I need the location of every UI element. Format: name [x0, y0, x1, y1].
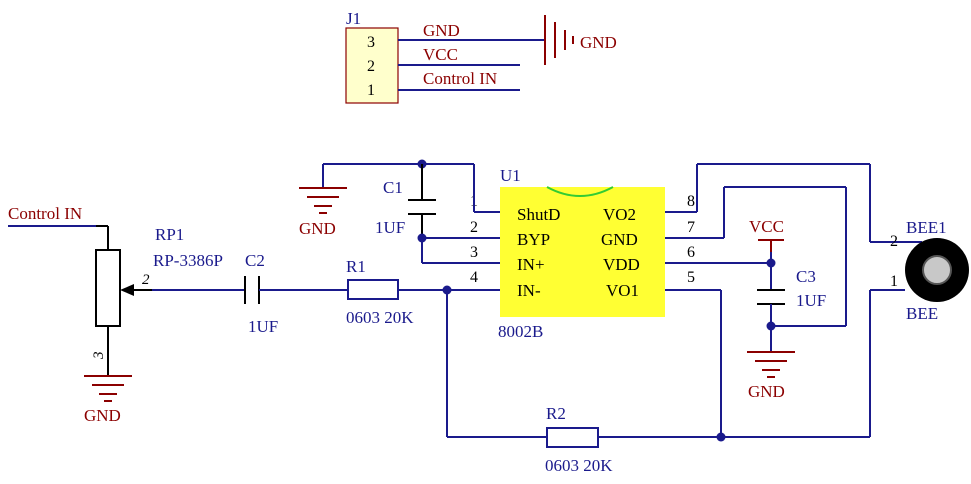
vcc-label-c3: VCC [749, 217, 784, 236]
u1-pin-name-vo2: VO2 [603, 205, 636, 224]
r2-designator: R2 [546, 404, 566, 423]
u1-pin-5: 5 [687, 269, 695, 286]
resistor-r2: R2 0603 20K [545, 404, 613, 475]
j1-net-vcc: VCC [423, 45, 458, 64]
r2-value: 0603 20K [545, 456, 613, 475]
capacitor-c3: C3 1UF [757, 267, 826, 310]
u1-pin-name-in-minus: IN- [517, 281, 541, 300]
ground-symbol-j1: GND [544, 15, 617, 65]
u1-pin-3: 3 [470, 244, 478, 261]
ground-label-rp1: GND [84, 406, 121, 425]
rp1-wiper-arrow [120, 284, 134, 296]
bee1-value: BEE [906, 304, 938, 323]
c2-value: 1UF [248, 317, 278, 336]
bee1-pin-2: 2 [890, 233, 898, 250]
c1-designator: C1 [383, 178, 403, 197]
j1-pin-1: 1 [367, 82, 375, 99]
j1-body [345, 27, 399, 104]
u1-part: 8002B [498, 322, 543, 341]
u1-pin-name-vo1: VO1 [606, 281, 639, 300]
ground-symbol-c1: GND [299, 187, 347, 238]
c3-value: 1UF [796, 291, 826, 310]
ground-label-c3: GND [748, 382, 785, 401]
u1-pin-7: 7 [687, 219, 695, 236]
rp1-value: RP-3386P [153, 251, 223, 270]
potentiometer-rp1: RP1 RP-3386P 2 3 [91, 225, 223, 376]
control-in-label: Control IN [8, 204, 82, 223]
ground-label-j1: GND [580, 33, 617, 52]
ground-symbol-rp1: GND [84, 375, 132, 425]
rp1-pin-2: 2 [142, 272, 150, 288]
u1-designator: U1 [500, 166, 521, 185]
u1-pin-name-vdd: VDD [603, 255, 640, 274]
c1-value: 1UF [375, 218, 405, 237]
buzzer-bee1: BEE1 BEE 2 1 [890, 218, 969, 323]
u1-pin-name-gnd: GND [601, 230, 638, 249]
r1-value: 0603 20K [346, 308, 414, 327]
j1-pin-3: 3 [367, 34, 375, 51]
ground-label-c1: GND [299, 219, 336, 238]
r1-designator: R1 [346, 257, 366, 276]
u1-pin-name-byp: BYP [517, 230, 550, 249]
u1-pin-4: 4 [470, 269, 478, 286]
c3-designator: C3 [796, 267, 816, 286]
capacitor-c2: C2 1UF [244, 251, 278, 336]
resistor-r1: R1 0603 20K [346, 257, 414, 327]
bee1-center [922, 255, 952, 285]
c2-designator: C2 [245, 251, 265, 270]
ground-symbol-c3: GND [747, 351, 795, 401]
u1-body [500, 187, 665, 317]
u1-pin-2: 2 [470, 219, 478, 236]
u1-pin-8: 8 [687, 193, 695, 210]
j1-net-control-in: Control IN [423, 69, 497, 88]
bee1-designator: BEE1 [906, 218, 947, 237]
rp1-pin-3: 3 [91, 352, 107, 361]
ic-u1: U1 8002B ShutD BYP IN+ IN- VO2 GND VDD V… [470, 166, 695, 341]
rp1-designator: RP1 [155, 225, 184, 244]
j1-net-gnd: GND [423, 21, 460, 40]
bee1-pin-1: 1 [890, 273, 898, 290]
u1-pin-6: 6 [687, 244, 695, 261]
vcc-symbol-c3: VCC [749, 217, 784, 252]
capacitor-c1: C1 1UF [375, 164, 436, 238]
u1-pin-name-shutd: ShutD [517, 205, 560, 224]
j1-pin-2: 2 [367, 58, 375, 75]
u1-notch [546, 186, 614, 197]
rp1-body [95, 249, 121, 327]
u1-pin-name-in-plus: IN+ [517, 255, 545, 274]
connector-j1: J1 3 2 1 GND VCC Control IN [345, 9, 545, 104]
j1-designator: J1 [346, 9, 361, 28]
